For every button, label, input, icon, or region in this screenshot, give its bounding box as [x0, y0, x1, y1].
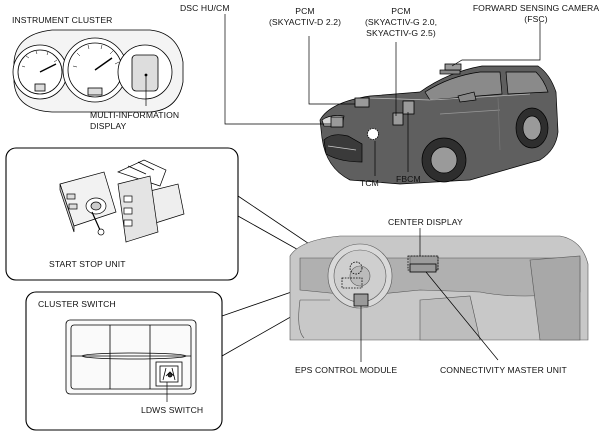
label-start-stop-unit: START STOP UNIT — [49, 259, 126, 269]
ldws-switch-icon — [159, 365, 179, 383]
dsc-hu-cm-unit — [330, 116, 344, 128]
label-pcm-g-title: PCM — [391, 6, 411, 16]
label-tcm: TCM — [360, 178, 379, 188]
cluster-switch-illustration — [65, 319, 197, 395]
label-instrument-cluster: INSTRUMENT CLUSTER — [12, 15, 113, 25]
label-fbcm: FBCM — [396, 174, 421, 184]
label-mid-line2: DISPLAY — [90, 121, 127, 131]
instrument-cluster-illustration — [12, 29, 184, 113]
pcm-g-unit — [392, 112, 404, 126]
cluster-switch-position — [341, 277, 363, 289]
interior-leader-lines — [360, 228, 499, 362]
label-pcm-g-sub2: SKYACTIV-G 2.5) — [366, 28, 436, 38]
label-fsc-title: FORWARD SENSING CAMERA — [472, 3, 600, 13]
label-dsc-hu-cm: DSC HU/CM — [180, 3, 230, 13]
label-cluster-switch: CLUSTER SWITCH — [38, 299, 116, 309]
label-pcm-d-title: PCM — [295, 6, 315, 16]
vehicle-illustration — [319, 65, 559, 185]
label-ldws-switch: LDWS SWITCH — [141, 405, 204, 415]
tcm-unit — [367, 128, 379, 140]
label-pcm-g-sub1: (SKYACTIV-G 2.0, — [364, 17, 438, 27]
connectivity-master-unit-position — [409, 263, 437, 273]
interior-components — [341, 255, 439, 307]
label-center-display: CENTER DISPLAY — [388, 217, 463, 227]
eps-module-position — [353, 293, 369, 307]
vehicle-leader-lines — [224, 14, 541, 176]
pcm-d-unit — [354, 97, 370, 108]
start-stop-unit-illustration — [59, 159, 185, 243]
label-eps-control-module: EPS CONTROL MODULE — [295, 365, 398, 375]
fsc-unit — [444, 63, 462, 71]
mid-leader-dot — [144, 73, 148, 77]
label-connectivity-master-unit: CONNECTIVITY MASTER UNIT — [440, 365, 567, 375]
start-stop-position — [349, 261, 363, 275]
label-fsc-sub: (FSC) — [524, 14, 548, 24]
label-pcm-d-sub: (SKYACTIV-D 2.2) — [268, 17, 342, 27]
label-mid-line1: MULTI-INFORMATION — [90, 110, 180, 120]
fbcm-unit — [402, 100, 415, 115]
vehicle-components — [330, 63, 462, 140]
